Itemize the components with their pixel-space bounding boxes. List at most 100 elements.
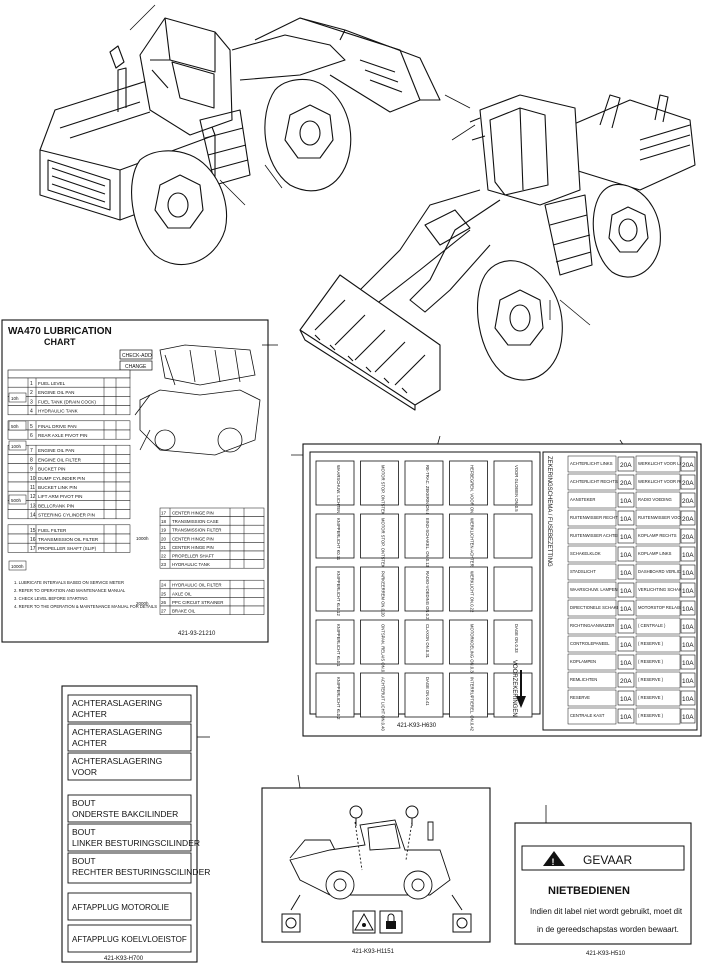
fuse-slot — [449, 460, 488, 506]
fuse-slot — [315, 513, 355, 559]
fuse-row-left — [567, 599, 617, 617]
fuse-rating: 10A — [682, 624, 694, 631]
fuse-rating-box — [680, 690, 696, 706]
lube-row-label: HYDRAULIC TANK — [38, 409, 79, 414]
fuse-rating: 20A — [620, 462, 632, 469]
lube-row-number: 9 — [30, 467, 33, 473]
lube-row-number: 21 — [161, 545, 167, 550]
lube-row-number: 8 — [30, 457, 33, 463]
fuse-row-right — [635, 617, 681, 635]
lube-row — [159, 559, 265, 569]
fuse-rating: 10A — [620, 588, 632, 595]
fuse-rating: 10A — [682, 606, 694, 613]
lube-row-number: 25 — [161, 591, 167, 596]
fuse-name: RUITENWISSER VOOR — [638, 515, 684, 520]
hook-icon — [349, 805, 419, 826]
fuse-rating-box — [680, 492, 696, 508]
fuse-slot — [315, 672, 355, 718]
lube-row-number: 7 — [30, 448, 33, 454]
fuse-name: ( RESERVE ) — [638, 713, 664, 718]
fuse-name: VERLICHTING SCHAKELAAR — [638, 587, 695, 592]
label-item — [67, 823, 192, 852]
interval-badge — [8, 420, 27, 431]
fuse-slot — [404, 619, 444, 665]
fuse-row-right — [635, 599, 681, 617]
danger-line-2: in de gereedschapstas worden bewaart. — [537, 925, 679, 934]
lube-title: WA470 LUBRICATION — [8, 326, 112, 337]
lube-row-number: 14 — [30, 513, 36, 519]
lube-row — [7, 509, 131, 520]
fuse-slot — [449, 619, 488, 665]
fuse-slot-label: KNIPPERLICHT KL0.12 — [336, 571, 341, 617]
fuse-name: CONTROLEPANEEL — [570, 641, 610, 646]
fuse-slot-label: HEFBEGREN. VOOR ON.0.4 — [470, 465, 475, 521]
fuse-name: KOPLAMPEN — [570, 659, 596, 664]
fuse-row-right — [635, 635, 681, 653]
fuse-name: WERKLICHT VOOR RECHTS — [638, 479, 695, 484]
fuse-row-left — [567, 689, 617, 707]
danger-header: GEVAAR — [583, 853, 632, 867]
label-item — [67, 694, 192, 723]
fuse-name: RICHTINGAANWIJZER — [570, 623, 614, 628]
lube-row-number: 13 — [30, 503, 36, 509]
fuse-rating: 10A — [682, 678, 694, 685]
interval-label: 2000h — [136, 601, 149, 606]
fuse-slot — [360, 566, 399, 612]
lube-change: CHANGE — [125, 364, 147, 370]
fuse-name: MOTORSTOP RELAIS — [638, 605, 681, 610]
fuse-slot — [360, 619, 399, 665]
lube-row-number: 18 — [161, 519, 167, 524]
fuse-rating-box — [617, 492, 635, 508]
danger-part-number: 421-K93-H510 — [586, 951, 626, 957]
fuse-rating-box — [617, 510, 635, 526]
lube-loader-sketch — [134, 344, 261, 456]
fuse-rating: 10A — [620, 624, 632, 631]
lube-row-number: 24 — [161, 583, 167, 588]
fuse-rating-box — [617, 474, 635, 490]
lube-row-label: HYDRAULIC OIL FILTER — [172, 583, 222, 588]
fuse-slot — [360, 460, 399, 506]
fuse-rating-box — [617, 654, 635, 670]
fuse-row-left — [567, 581, 617, 599]
lubrication-chart: WA470 LUBRICATION CHART CHECK-ADD CHANGE… — [1, 319, 278, 643]
lube-row-label: BUCKET LINK PIN — [38, 485, 77, 490]
label-line-1: BOUT — [72, 798, 96, 808]
fuse-slot-label: WERKLICHTEN ACHTER ON.0.14 — [470, 518, 475, 584]
fuse-rating: 10A — [620, 642, 632, 649]
fuse-slot-label: WAARSCHUW. LICHTEN ON.0.1 — [336, 465, 341, 528]
fuse-row-left — [567, 635, 617, 653]
fuse-slot-label: MOTORKOELING ON.0.32 — [470, 624, 475, 676]
fuse-slot — [449, 566, 488, 612]
fuse-row-right — [635, 707, 681, 725]
fuse-slot — [493, 566, 533, 612]
lube-row — [7, 405, 131, 416]
fuse-rating: 20A — [620, 480, 632, 487]
lock-icon — [379, 910, 403, 934]
fuse-slot-label: KNIPPERLICHT K0.11 — [336, 518, 341, 561]
label-line-2: VOOR — [72, 767, 97, 777]
fuse-slot — [493, 672, 533, 718]
interval-label: 100h — [11, 444, 22, 449]
label-line-2: ONDERSTE BAKCILINDER — [72, 809, 178, 819]
fuse-row-left — [567, 527, 617, 545]
fuse-name: SCHAKELKLOK — [570, 551, 601, 556]
label-item — [67, 924, 192, 953]
lube-row-number: 17 — [161, 511, 167, 516]
lube-row-label: ENGINE OIL FILTER — [38, 457, 82, 462]
fuse-rating-box — [617, 546, 635, 562]
fuse-name: RUITENWISSER ACHTER — [570, 533, 620, 538]
fuse-name: WAARSCHUW. LAMPEN — [570, 587, 618, 592]
fuse-row-left — [567, 563, 617, 581]
label-line-1: BOUT — [72, 827, 96, 837]
lube-row-number: 27 — [161, 609, 167, 614]
lube-row-number: 26 — [161, 600, 167, 605]
lube-row-number: 11 — [30, 485, 35, 491]
label-line-2: ACHTER — [72, 738, 107, 748]
fuse-slot-label: DAGE ON.0.41 — [425, 677, 430, 706]
fuse-rating: 20A — [682, 480, 694, 487]
fuse-name: STADSLICHT — [570, 569, 596, 574]
fuse-name: REMLICHTEN — [570, 677, 597, 682]
interval-label: 1000h — [136, 536, 149, 541]
lube-row-number: 10 — [30, 476, 36, 482]
